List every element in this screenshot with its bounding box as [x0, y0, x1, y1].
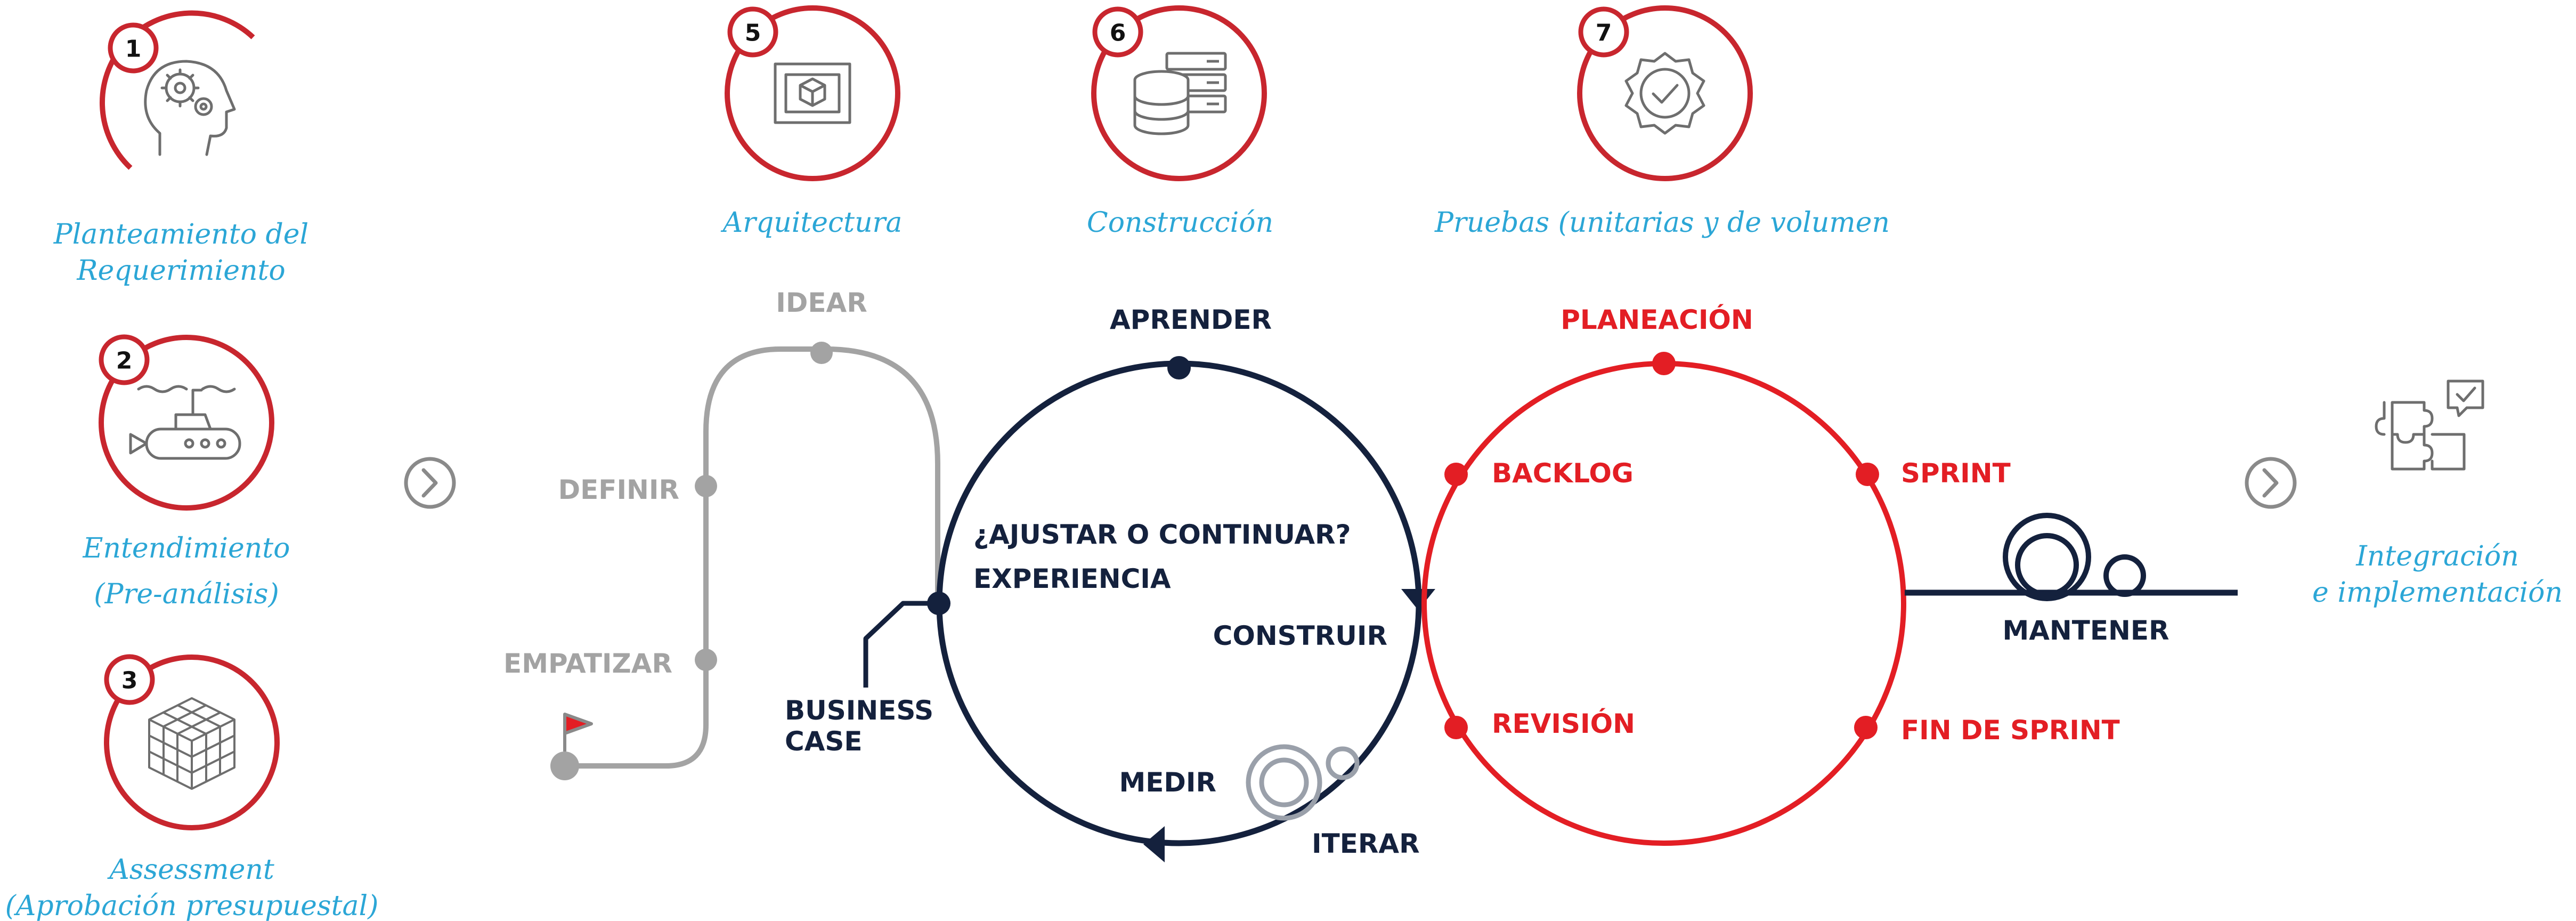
step-7-label-line: Pruebas (unitarias y de volumen	[1435, 207, 1890, 239]
lean-cycle	[863, 356, 1435, 862]
label-revision: REVISIÓN	[1492, 708, 1635, 739]
label-aprender: APRENDER	[1110, 304, 1272, 335]
step-2-badge	[99, 334, 150, 385]
final-step-label-line: e implementación	[2312, 577, 2563, 609]
label-experiencia: EXPERIENCIA	[973, 563, 1171, 594]
blueprint-icon	[774, 62, 851, 124]
step-6-label-line: Construcción	[1086, 207, 1274, 239]
step-3-badge	[104, 654, 155, 705]
submarine-icon	[129, 385, 241, 460]
agile-cycle	[1421, 352, 1906, 846]
step-3-label: Assessment (Aprobación presupuestal)	[0, 852, 384, 921]
label-ajustar-o-continuar: ¿AJUSTAR O CONTINUAR?	[973, 519, 1351, 550]
head-gears-icon	[144, 60, 236, 156]
step-2: 2	[99, 334, 274, 511]
step-1-label-line: Planteamiento del	[53, 219, 309, 251]
step-2-number: 2	[116, 348, 133, 375]
step-5-label: Arquitectura	[706, 205, 919, 241]
arrow-construir	[1401, 589, 1435, 610]
step-2-label-line: Entendimiento	[83, 532, 290, 564]
node-planeacion	[1652, 352, 1676, 375]
final-step-label: Integración e implementación	[2302, 538, 2573, 611]
arrow-iterar	[1143, 826, 1165, 862]
step-5: 5	[725, 5, 900, 181]
label-fin-de-sprint: FIN DE SPRINT	[1901, 715, 2120, 746]
step-3-ring	[104, 655, 280, 830]
label-definir: DEFINIR	[558, 474, 679, 505]
node-definir	[695, 475, 717, 497]
final-step-label-line: Integración	[2356, 540, 2519, 572]
step-3: 3	[104, 654, 280, 830]
step-7-number: 7	[1596, 20, 1612, 47]
next-arrow-right[interactable]	[2245, 457, 2297, 509]
flag-icon	[563, 713, 593, 752]
label-sprint: SPRINT	[1901, 458, 2011, 489]
step-3-label-line: (Aprobación presupuestal)	[5, 890, 379, 921]
label-idear: IDEAR	[776, 287, 867, 318]
step-2-label-line: (Pre-análisis)	[94, 578, 279, 610]
business-case-connector	[863, 601, 939, 688]
label-iterar: ITERAR	[1312, 828, 1420, 859]
database-server-icon	[1133, 52, 1227, 135]
step-2-ring	[99, 335, 274, 511]
step-5-number: 5	[745, 20, 761, 47]
node-empatizar	[695, 649, 717, 671]
cube-icon	[148, 697, 235, 790]
step-7-badge	[1578, 6, 1629, 58]
node-business-case	[927, 592, 950, 615]
step-5-label-line: Arquitectura	[722, 207, 903, 239]
node-sprint	[1856, 463, 1879, 486]
puzzle-icon	[2375, 379, 2484, 471]
step-3-number: 3	[121, 667, 138, 694]
step-6: 6	[1091, 5, 1267, 181]
step-6-badge	[1092, 6, 1143, 58]
step-1-number: 1	[125, 36, 142, 63]
node-revision	[1444, 716, 1468, 739]
step-1-label-line: Requerimiento	[77, 255, 286, 287]
design-thinking-path	[550, 342, 940, 780]
label-business: BUSINESS	[785, 695, 933, 726]
node-aprender	[1167, 356, 1191, 379]
step-1-label: Planteamiento del Requerimiento	[53, 216, 309, 289]
node-fin-sprint	[1854, 716, 1878, 739]
label-backlog: BACKLOG	[1492, 458, 1634, 489]
label-empatizar: EMPATIZAR	[503, 648, 672, 679]
step-5-ring	[725, 5, 900, 181]
step-1-badge	[108, 22, 159, 74]
label-medir: MEDIR	[1119, 767, 1216, 798]
mantener-block	[1905, 513, 2238, 601]
label-case: CASE	[785, 726, 863, 757]
step-7-label: Pruebas (unitarias y de volumen	[1417, 205, 1907, 241]
step-5-badge	[727, 6, 778, 58]
node-idear	[810, 342, 833, 364]
label-mantener: MANTENER	[2002, 615, 2169, 646]
step-6-number: 6	[1110, 20, 1126, 47]
step-7-ring	[1577, 5, 1753, 181]
agile-cycle-ring	[1421, 361, 1906, 846]
quality-badge-icon	[1624, 52, 1705, 135]
node-backlog	[1444, 463, 1468, 486]
next-arrow-left[interactable]	[404, 457, 456, 509]
step-1: 1	[100, 10, 255, 170]
step-2-label: Entendimiento (Pre-análisis)	[64, 530, 309, 612]
start-node	[550, 752, 579, 780]
step-6-ring	[1091, 5, 1267, 181]
label-construir: CONSTRUIR	[1213, 620, 1387, 651]
bubbles-icon	[1246, 744, 1360, 821]
step-3-label-line: Assessment	[109, 854, 274, 886]
step-6-label: Construcción	[1071, 205, 1289, 241]
step-7: 7	[1577, 5, 1753, 181]
label-planeacion: PLANEACIÓN	[1561, 304, 1753, 335]
